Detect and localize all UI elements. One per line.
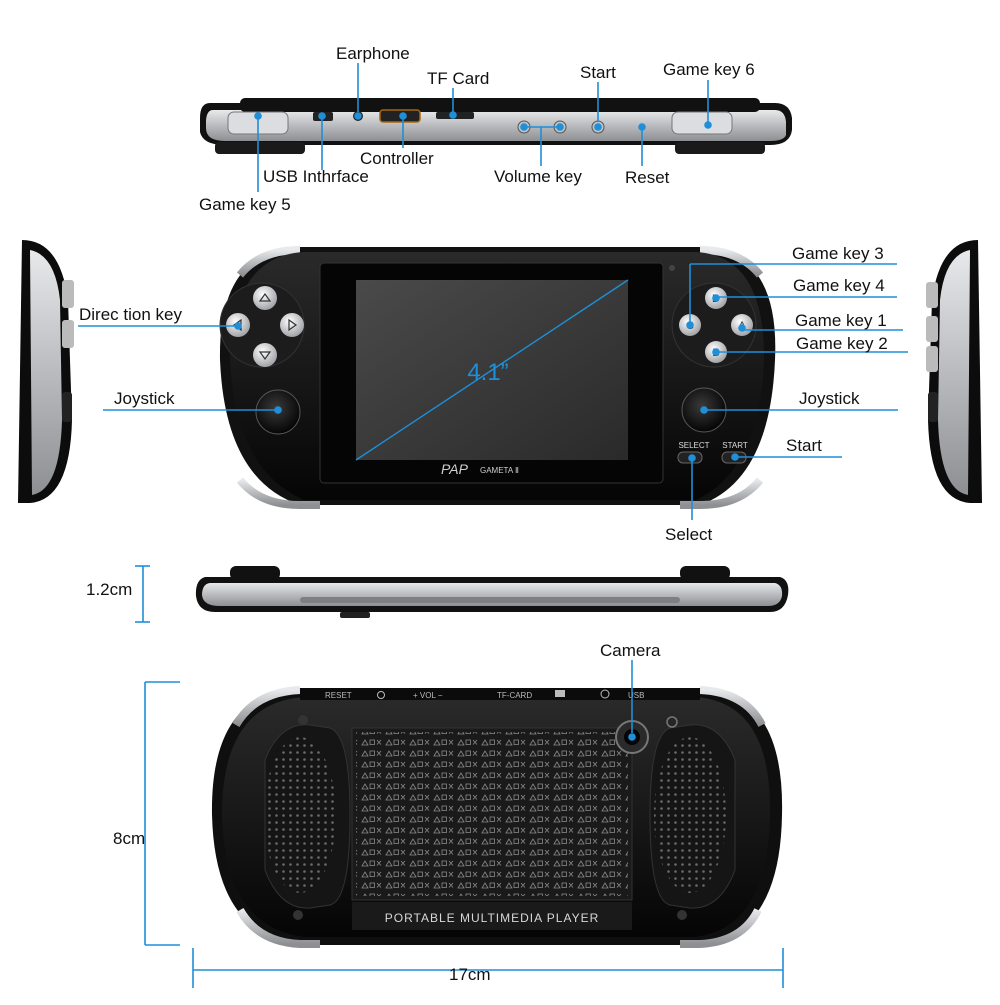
left-speaker: [264, 737, 336, 893]
front-view: D C A B SELECT START 4.1” PAP GAMETA Ⅱ: [219, 246, 776, 509]
label-reset: Reset: [625, 168, 670, 187]
label-game-key-5: Game key 5: [199, 195, 291, 214]
select-print: SELECT: [678, 441, 709, 450]
label-game-key-6: Game key 6: [663, 60, 755, 79]
left-side-view: [18, 240, 74, 503]
label-game-key-4: Game key 4: [793, 276, 885, 295]
label-usb-interface: USB Inthrface: [263, 167, 369, 186]
screen-size-label: 4.1”: [467, 359, 508, 386]
right-side-view: [926, 240, 982, 503]
dimension-width: 17cm: [449, 965, 491, 984]
label-volume-key: Volume key: [494, 167, 582, 186]
dpad-down: [253, 343, 277, 367]
back-port-vol: + VOL −: [413, 691, 443, 700]
label-joystick-right: Joystick: [799, 389, 860, 408]
label-joystick-left: Joystick: [114, 389, 175, 408]
right-speaker: [654, 737, 726, 893]
top-view: [200, 98, 792, 154]
label-select: Select: [665, 525, 713, 544]
back-view: PORTABLE MULTIMEDIA PLAYER RESET + VOL −…: [211, 686, 783, 948]
dimension-thickness: 1.2cm: [86, 580, 133, 599]
label-tf-card: TF Card: [427, 69, 490, 88]
screen-diagonal: [355, 279, 629, 461]
label-controller: Controller: [360, 149, 434, 168]
label-game-key-1: Game key 1: [795, 311, 887, 330]
label-game-key-2: Game key 2: [796, 334, 888, 353]
back-port-reset: RESET: [325, 691, 352, 700]
dpad-up: [253, 286, 277, 310]
model-name: GAMETA Ⅱ: [480, 466, 519, 475]
symbol-pattern: [356, 732, 628, 896]
start-print: START: [722, 441, 748, 450]
dimension-height: 8cm: [113, 829, 146, 848]
bottom-view: [195, 566, 789, 618]
brand-logo: PAP: [441, 461, 469, 477]
label-earphone: Earphone: [336, 44, 410, 63]
back-port-tfcard: TF-CARD: [497, 691, 532, 700]
label-game-key-3: Game key 3: [792, 244, 884, 263]
label-direction-key: Direc tion key: [79, 305, 182, 324]
label-start-top: Start: [580, 63, 616, 82]
back-port-usb: USB: [628, 691, 644, 700]
label-start-front: Start: [786, 436, 822, 455]
back-print: PORTABLE MULTIMEDIA PLAYER: [385, 911, 600, 925]
dpad-right: [280, 313, 304, 337]
callout-lines: [78, 63, 908, 988]
label-camera: Camera: [600, 641, 661, 660]
